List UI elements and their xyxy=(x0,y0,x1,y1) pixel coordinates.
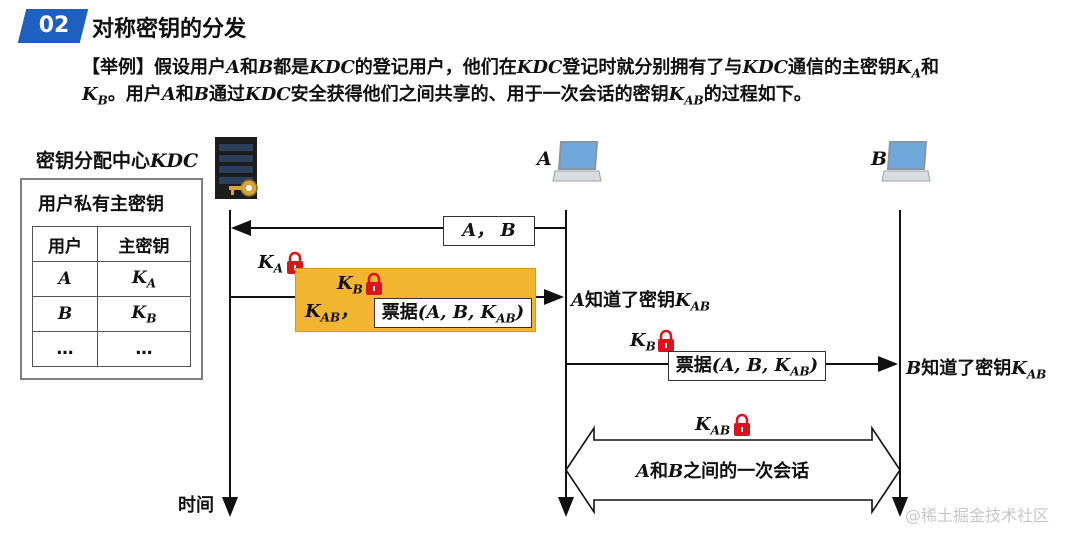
table-row: … … xyxy=(32,331,191,367)
lock-icon xyxy=(366,272,382,295)
ka-label: KA xyxy=(258,252,283,276)
b-knows-key-label: B知道了密钥KAB xyxy=(906,358,1047,382)
section-badge: 02 xyxy=(38,13,70,38)
table-row: A KA xyxy=(32,261,191,297)
a-knows-key-label: A知道了密钥KAB xyxy=(571,290,711,314)
laptop-b-icon xyxy=(881,141,931,182)
server-key-icon xyxy=(215,137,258,199)
request-box: A， B xyxy=(443,216,535,246)
session-double-arrow xyxy=(565,425,901,515)
table-row: B KB xyxy=(32,296,191,332)
table-cell-key: KA xyxy=(97,261,191,297)
kb-inner-label: KB xyxy=(337,273,363,297)
lock-icon xyxy=(734,413,750,436)
ticket-to-b-box: 票据(A, B, KAB) xyxy=(668,351,826,381)
kab-label: KAB， xyxy=(305,301,359,325)
kdc-panel-title: 用户私有主密钥 xyxy=(38,194,164,215)
table-cell-key: … xyxy=(97,331,191,367)
ticket-inner-box: 票据(A, B, KAB) xyxy=(374,298,532,328)
laptop-a-icon xyxy=(552,141,602,182)
example-line-2: KB。用户A和B通过KDC安全获得他们之间共享的、用于一次会话的密钥KAB的过程… xyxy=(82,84,812,108)
master-key-table: 用户 主密钥 A KA B KB … … xyxy=(32,226,191,367)
table-header-user: 用户 xyxy=(32,226,98,262)
lock-icon xyxy=(658,329,674,352)
time-axis-label: 时间 xyxy=(178,495,214,516)
kdc-label: 密钥分配中心KDC xyxy=(36,150,199,172)
table-header-key: 主密钥 xyxy=(97,226,191,262)
page-title: 对称密钥的分发 xyxy=(92,17,247,42)
table-cell-user: A xyxy=(32,261,98,297)
kb-ticket-label: KB xyxy=(630,330,656,354)
table-cell-user: … xyxy=(32,331,98,367)
node-a-label: A xyxy=(537,148,552,170)
watermark: @稀土掘金技术社区 xyxy=(905,506,1050,525)
session-label: A和B之间的一次会话 xyxy=(636,461,810,482)
node-b-label: B xyxy=(871,148,888,170)
table-header-row: 用户 主密钥 xyxy=(32,226,191,262)
session-kab-label: KAB xyxy=(695,414,731,438)
example-line-1: 【举例】假设用户A和B都是KDC的登记用户，他们在KDC登记时就分别拥有了与KD… xyxy=(82,57,939,81)
table-cell-user: B xyxy=(32,296,98,332)
table-cell-key: KB xyxy=(97,296,191,332)
